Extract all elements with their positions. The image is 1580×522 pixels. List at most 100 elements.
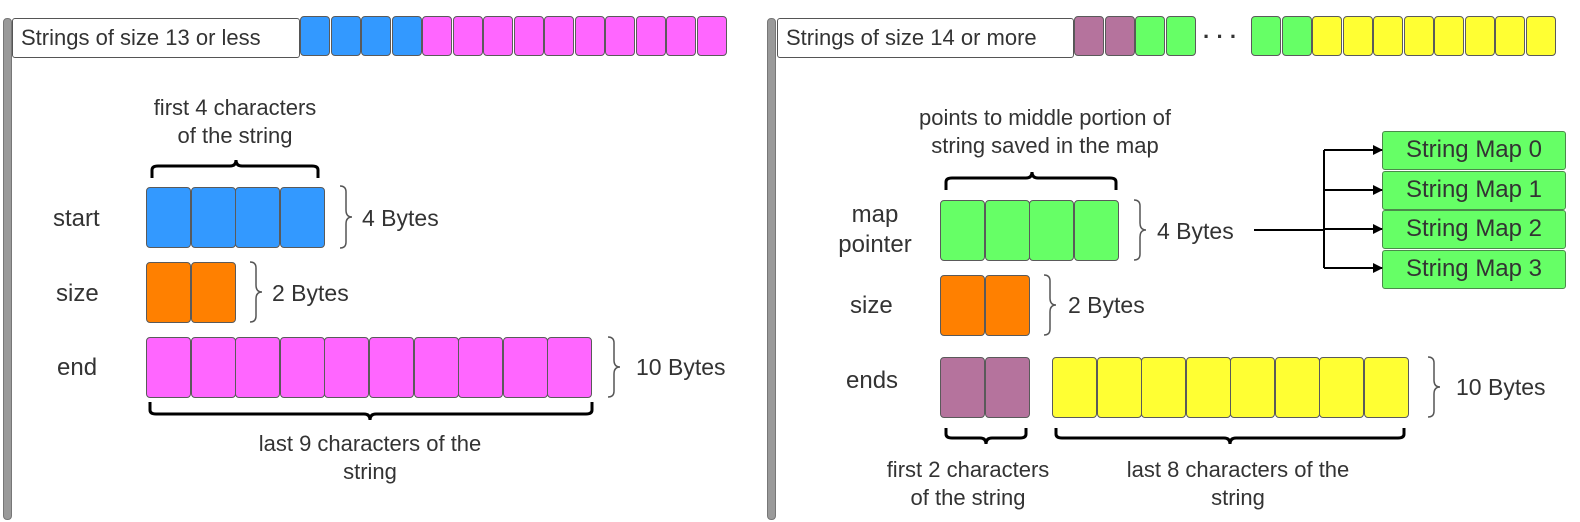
ends-last-cell-1	[1096, 357, 1142, 418]
start-bytes-label: 4 Bytes	[362, 205, 439, 231]
ends-first-caption-line1: first 2 characters	[886, 457, 1050, 482]
ends-last-brace	[1054, 428, 1406, 445]
ends-first-caption: first 2 characters of the string	[868, 456, 1068, 512]
ends-side-brace	[1427, 356, 1441, 418]
size-cell-0	[146, 262, 191, 323]
left-header-cell-6	[483, 16, 513, 56]
left-header-cell-1	[330, 16, 361, 56]
left-header-cell-10	[605, 16, 635, 56]
right-header-a-cell-1	[1104, 16, 1135, 56]
ends-first-brace	[944, 428, 1028, 445]
ends-last-cell-6	[1319, 357, 1364, 418]
right-size-bytes-label: 2 Bytes	[1068, 292, 1145, 318]
left-header-cell-4	[422, 16, 452, 56]
header-ellipsis: · · ·	[1203, 24, 1238, 49]
start-caption-line2: of the string	[177, 123, 293, 148]
ends-last-cell-2	[1141, 357, 1186, 418]
end-cell-4	[324, 337, 370, 398]
start-top-brace	[150, 159, 320, 178]
right-header-b-cell-2	[1312, 16, 1342, 56]
right-header-b-cell-5	[1403, 16, 1434, 56]
right-header-a-cell-3	[1165, 16, 1196, 56]
left-header-cell-11	[635, 16, 666, 56]
ends-last-caption: last 8 characters of the string	[1088, 456, 1388, 512]
right-panel-bar	[767, 18, 776, 520]
string-map-1: String Map 1	[1382, 170, 1566, 210]
right-header-b-cell-9	[1525, 16, 1556, 56]
left-header-cell-9	[574, 16, 605, 56]
end-cell-0	[146, 337, 191, 398]
ends-last-caption-line2: string	[1211, 485, 1265, 510]
map-pointer-cell-3	[1073, 200, 1119, 261]
end-side-brace	[607, 336, 621, 398]
left-header-cell-5	[452, 16, 483, 56]
string-map-2: String Map 2	[1382, 210, 1566, 249]
right-header-b-cell-0	[1251, 16, 1281, 56]
map-caption-line1: points to middle portion of	[919, 105, 1171, 130]
string-map-0: String Map 0	[1382, 131, 1566, 170]
right-header-b-cell-4	[1373, 16, 1403, 56]
left-panel-bar	[3, 18, 12, 520]
map-side-brace	[1133, 199, 1147, 261]
left-panel-title: Strings of size 13 or less	[12, 18, 300, 58]
map-bytes-label: 4 Bytes	[1157, 218, 1234, 244]
end-cell-3	[279, 337, 325, 398]
ends-label: ends	[846, 367, 899, 394]
left-header-cell-12	[666, 16, 696, 56]
right-header-a-cell-0	[1074, 16, 1104, 56]
size-cell-1	[190, 262, 236, 323]
map-pointer-cell-1	[984, 200, 1030, 261]
right-header-a-cell-2	[1135, 16, 1165, 56]
end-label: end	[57, 354, 98, 381]
right-header-b-cell-3	[1342, 16, 1373, 56]
ends-first-caption-line2: of the string	[910, 485, 1026, 510]
map-pointer-label-line1: map	[851, 201, 899, 228]
end-cell-1	[190, 337, 236, 398]
start-cell-3	[279, 187, 325, 248]
string-map-3: String Map 3	[1382, 249, 1566, 289]
map-pointer-cell-2	[1029, 200, 1074, 261]
ends-last-cell-7	[1363, 357, 1409, 418]
ends-first-cell-0	[940, 357, 985, 418]
left-header-cell-2	[361, 16, 391, 56]
end-bottom-brace	[148, 402, 594, 421]
start-caption-line1: first 4 characters	[153, 95, 317, 120]
end-cell-5	[369, 337, 414, 398]
map-pointer-caption: points to middle portion of string saved…	[890, 104, 1200, 160]
end-cell-8	[502, 337, 548, 398]
ends-last-cell-4	[1230, 357, 1275, 418]
ends-last-cell-3	[1185, 357, 1231, 418]
start-cell-2	[235, 187, 280, 248]
map-caption-line2: string saved in the map	[931, 133, 1159, 158]
right-size-side-brace	[1043, 274, 1057, 336]
size-label: size	[56, 280, 99, 307]
right-size-label: size	[850, 292, 893, 319]
end-caption: last 9 characters of the string	[220, 430, 520, 486]
size-bytes-label: 2 Bytes	[272, 280, 349, 306]
right-panel-title: Strings of size 14 or more	[777, 18, 1074, 58]
left-header-cell-3	[391, 16, 422, 56]
right-size-cell-1	[984, 275, 1030, 336]
end-caption-line1: last 9 characters of the	[258, 431, 482, 456]
end-cell-6	[413, 337, 459, 398]
map-pointer-label-line2: pointer	[838, 231, 912, 258]
ends-last-caption-line1: last 8 characters of the	[1126, 457, 1350, 482]
left-header-cell-7	[513, 16, 544, 56]
left-header-cell-8	[544, 16, 574, 56]
end-cell-9	[547, 337, 593, 398]
end-cell-7	[458, 337, 504, 398]
ends-first-cell-1	[984, 357, 1030, 418]
map-pointer-cell-0	[940, 200, 985, 261]
start-label: start	[53, 205, 100, 232]
map-pointer-label: map pointer	[832, 200, 918, 260]
start-cell-1	[190, 187, 236, 248]
map-top-brace	[944, 171, 1118, 190]
left-header-cell-13	[696, 16, 727, 56]
right-header-b-cell-1	[1281, 16, 1312, 56]
ends-bytes-label: 10 Bytes	[1456, 374, 1546, 400]
right-header-b-cell-6	[1434, 16, 1464, 56]
right-header-b-cell-7	[1464, 16, 1495, 56]
right-header-b-cell-8	[1495, 16, 1525, 56]
